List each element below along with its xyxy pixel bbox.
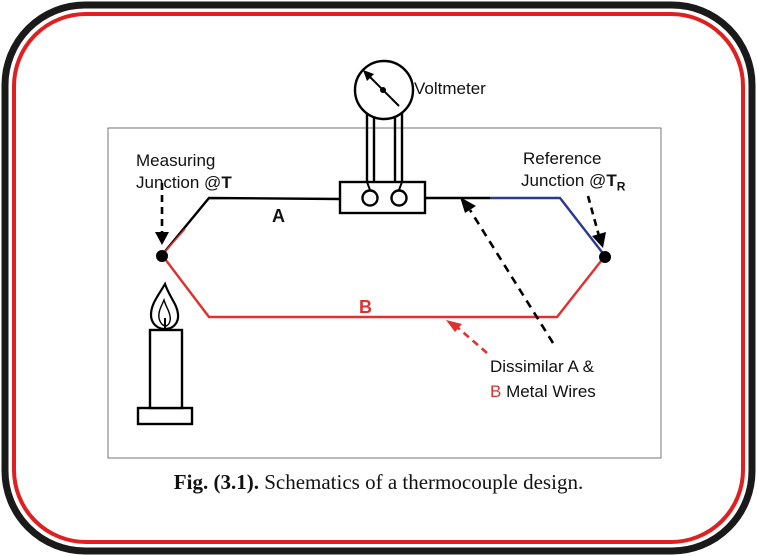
measuring-line2-text: Junction @	[136, 173, 222, 192]
reference-junction-label: Reference Junction @TR	[521, 148, 625, 197]
dissimilar-b: B	[490, 382, 502, 401]
dissimilar-line1: Dissimilar A &	[490, 357, 594, 376]
measuring-line2: Junction @T	[136, 172, 232, 194]
measuring-line1: Measuring	[136, 151, 216, 170]
reference-line2-text: Junction @	[521, 171, 607, 190]
measuring-junction-dot	[156, 250, 168, 262]
terminal-left-lead	[366, 181, 371, 191]
figure-caption: Fig. (3.1). Schematics of a thermocouple…	[0, 470, 757, 495]
candle-body	[148, 328, 184, 410]
wire-a-left-red-tip	[161, 228, 186, 256]
dissimilar-line2-rest: Metal Wires	[501, 382, 596, 401]
wire-b	[161, 254, 606, 319]
reference-arrow-line	[586, 195, 601, 237]
terminal-block	[338, 180, 427, 215]
reference-temp-sub: R	[616, 179, 626, 194]
terminal-left	[361, 189, 379, 207]
terminal-right-lead	[398, 181, 403, 191]
voltmeter-label: Voltmeter	[414, 79, 486, 98]
inner-frame	[12, 12, 745, 544]
caption-text: Schematics of a thermocouple design.	[258, 470, 584, 494]
reference-arrow-head	[592, 232, 606, 248]
wire-a-right-blue	[490, 196, 606, 257]
caption-prefix: Fig. (3.1).	[173, 470, 259, 494]
wire-b-label: B	[359, 297, 372, 317]
measuring-temp: T	[221, 173, 232, 192]
terminal-right	[390, 189, 408, 207]
wire-a-left	[161, 196, 341, 256]
dissimilar-line2: B Metal Wires	[490, 379, 596, 404]
voltmeter-pivot	[380, 87, 386, 93]
dissimilar-label: Dissimilar A & B Metal Wires	[490, 354, 596, 404]
wire-a-label: A	[272, 206, 285, 226]
dissimilar-arrow-black-line	[468, 209, 555, 344]
dissimilar-arrow-red-line	[456, 326, 488, 354]
dissimilar-arrow-black-head	[460, 197, 476, 213]
content-box	[107, 127, 662, 459]
reference-line2: Junction @TR	[521, 170, 625, 197]
dissimilar-arrow-red-head	[446, 320, 462, 332]
reference-temp: T	[606, 171, 617, 190]
reference-line1: Reference	[523, 149, 602, 168]
measuring-arrow-head	[155, 232, 169, 245]
candle-base	[136, 406, 194, 426]
reference-junction-dot	[599, 251, 611, 263]
measuring-junction-label: Measuring Junction @T	[136, 150, 232, 194]
voltmeter-needle-arrowhead	[363, 70, 374, 81]
